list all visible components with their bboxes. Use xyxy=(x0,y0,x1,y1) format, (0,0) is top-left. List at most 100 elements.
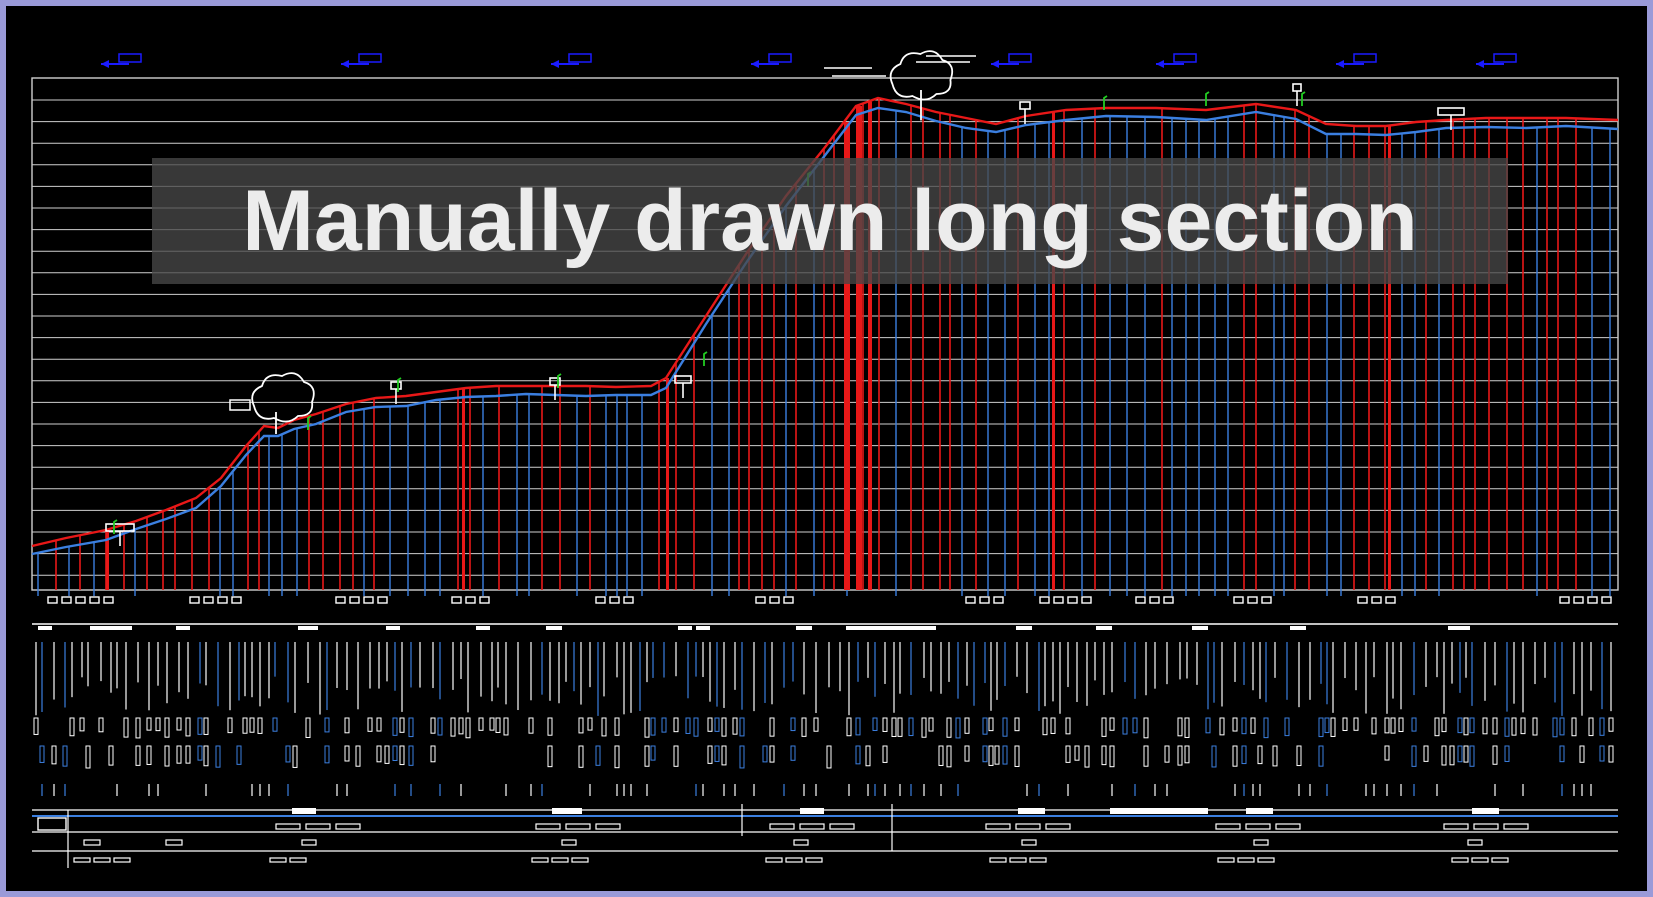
value-tick xyxy=(908,717,914,737)
value-tick xyxy=(392,717,398,736)
value-tick xyxy=(673,717,679,733)
station-label-box xyxy=(47,596,114,604)
signpost-icon xyxy=(549,377,561,400)
value-tick xyxy=(897,717,903,737)
value-tick xyxy=(399,717,405,733)
value-tick xyxy=(33,717,39,735)
value-tick xyxy=(1434,717,1440,737)
green-pin-icon xyxy=(397,377,402,392)
value-tick xyxy=(882,745,888,763)
value-tick xyxy=(865,745,871,767)
value-tick xyxy=(1122,717,1128,735)
signpost-icon xyxy=(1292,83,1302,106)
value-tick xyxy=(1599,717,1605,736)
value-tick xyxy=(1014,717,1020,732)
direction-arrows xyxy=(101,53,1517,68)
value-tick xyxy=(1211,745,1217,768)
station-label-box xyxy=(965,596,1004,604)
table-label-group xyxy=(1215,823,1301,830)
value-tick xyxy=(964,717,970,734)
value-tick xyxy=(1492,745,1498,765)
value-tick xyxy=(1014,745,1020,767)
direction-arrow-icon xyxy=(551,53,592,68)
value-tick xyxy=(1065,717,1071,735)
value-tick xyxy=(1143,745,1149,767)
highlight-column xyxy=(666,378,669,590)
value-tick xyxy=(595,745,601,766)
direction-arrow-icon xyxy=(991,53,1032,68)
value-tick xyxy=(146,717,152,731)
value-tick xyxy=(790,717,796,732)
value-tick xyxy=(1184,717,1190,738)
value-tick xyxy=(601,717,607,737)
value-tick xyxy=(1390,717,1396,734)
ground-profile-line xyxy=(31,96,1619,548)
value-tick xyxy=(1588,717,1594,737)
value-tick xyxy=(1050,717,1056,734)
table-label-group xyxy=(769,823,855,830)
station-label-box xyxy=(1233,596,1272,604)
value-tick xyxy=(408,745,414,766)
value-tick xyxy=(578,745,584,768)
tree-icon xyxy=(251,372,315,434)
value-tick xyxy=(946,717,952,738)
band-marker xyxy=(476,626,490,630)
band-marker xyxy=(1448,626,1470,630)
value-tick xyxy=(1571,717,1577,737)
band-marker xyxy=(298,626,318,630)
value-tick xyxy=(1559,717,1565,736)
value-tick xyxy=(1318,745,1324,767)
band-marker xyxy=(546,626,562,630)
value-tick xyxy=(1398,717,1404,733)
value-tick xyxy=(1164,745,1170,763)
value-tick xyxy=(392,745,398,761)
value-tick xyxy=(1318,717,1324,738)
value-tick xyxy=(1384,745,1390,761)
caption-title: Manually drawn long section xyxy=(242,173,1418,269)
green-pin-icon xyxy=(1301,91,1306,106)
direction-arrow-icon xyxy=(1336,53,1377,68)
table-label-group xyxy=(1451,857,1509,863)
value-tick xyxy=(1599,745,1605,762)
value-tick xyxy=(1177,717,1183,737)
table-cell-label xyxy=(83,839,101,846)
value-tick xyxy=(62,745,68,767)
value-tick xyxy=(465,717,471,739)
value-tick xyxy=(1109,717,1115,731)
band-marker xyxy=(38,626,52,630)
table-label-group xyxy=(985,823,1071,830)
band-marker xyxy=(696,626,710,630)
value-tick xyxy=(164,717,170,738)
highlight-column xyxy=(106,530,109,590)
direction-arrow-icon xyxy=(751,53,792,68)
value-tick xyxy=(547,745,553,768)
value-tick xyxy=(458,717,464,735)
value-tick xyxy=(891,717,897,738)
station-label-box xyxy=(1135,596,1174,604)
value-tick xyxy=(1219,717,1225,736)
table-label-block xyxy=(800,808,824,814)
value-tick xyxy=(39,745,45,763)
value-tick xyxy=(988,745,994,766)
station-label-box xyxy=(1039,596,1092,604)
value-tick xyxy=(1511,717,1517,736)
value-tick xyxy=(227,717,233,734)
station-label-box xyxy=(1357,596,1396,604)
value-tick xyxy=(790,745,796,761)
value-tick xyxy=(344,745,350,762)
band-marker xyxy=(846,626,936,630)
value-tick xyxy=(1579,745,1585,763)
value-tick xyxy=(79,717,85,732)
table-label-group xyxy=(269,857,307,863)
value-tick xyxy=(1608,717,1614,732)
value-tick xyxy=(1109,745,1115,768)
table-cell-label xyxy=(165,839,183,846)
value-tick xyxy=(955,717,961,739)
table-label-group xyxy=(765,857,823,863)
signpost-icon xyxy=(1437,107,1465,130)
value-tick xyxy=(673,745,679,767)
value-tick xyxy=(324,745,330,764)
value-tick xyxy=(714,745,720,762)
value-tick xyxy=(1520,717,1526,735)
value-tick xyxy=(108,745,114,766)
